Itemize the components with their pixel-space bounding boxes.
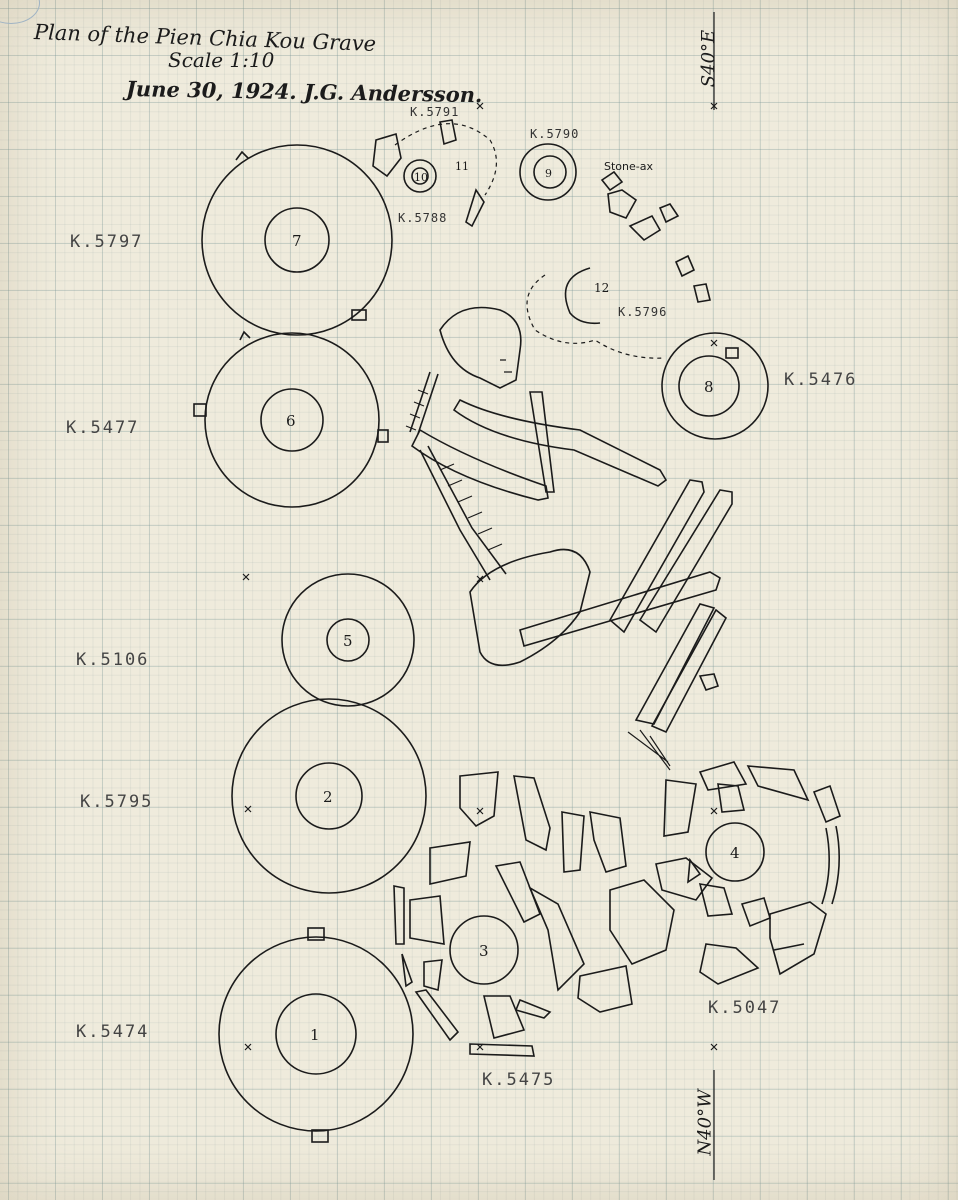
label-k5791: K.5791	[410, 105, 459, 119]
reference-crosses	[242, 102, 718, 1051]
vessel-12: 12 K.5796	[526, 267, 667, 359]
label-k5796: K.5796	[618, 305, 667, 319]
label-k5795: K.5795	[80, 792, 154, 812]
vessel-number-6: 6	[286, 412, 296, 430]
vessel-number-12: 12	[594, 281, 609, 295]
vessel-number-11: 11	[455, 160, 469, 173]
label-k5788: K.5788	[398, 211, 447, 225]
vessel-2: 2	[231, 698, 427, 894]
plan-scale: Scale 1:10	[168, 48, 275, 72]
vessel-number-1: 1	[310, 1026, 320, 1044]
vessel-number-4: 4	[730, 844, 740, 862]
vessel-number-5: 5	[343, 632, 353, 650]
vessel-5: 5	[281, 573, 415, 707]
vessel-number-9: 9	[545, 167, 552, 180]
label-k5047: K.5047	[708, 998, 782, 1018]
vessel-8: 8	[661, 332, 769, 440]
vessel-7: 7	[201, 144, 393, 336]
skeleton	[405, 306, 733, 771]
vessels-10-11: 10 11 K.5791 K.5788	[372, 105, 497, 228]
vessel-1: 1	[218, 927, 414, 1143]
vessel-number-2: 2	[323, 788, 333, 806]
vessel-3: 3	[449, 915, 519, 985]
vessel-number-10: 10	[414, 171, 428, 184]
vessel-number-7: 7	[292, 232, 302, 250]
vessel-number-3: 3	[479, 942, 489, 960]
label-k5474: K.5474	[76, 1022, 150, 1042]
vessel-4: 4	[705, 822, 840, 905]
sherd-fragments	[393, 761, 841, 1057]
label-k5797: K.5797	[70, 232, 144, 252]
vessel-6: 6	[193, 330, 389, 508]
label-k5790: K.5790	[530, 127, 579, 141]
vessel-number-8: 8	[704, 378, 714, 396]
label-k5106: K.5106	[76, 650, 150, 670]
vessel-9: 9 K.5790	[519, 127, 579, 201]
label-k5475: K.5475	[482, 1070, 556, 1090]
label-k5476: K.5476	[784, 370, 858, 390]
stone-axe-group: Stone-ax	[600, 160, 711, 303]
label-k5477: K.5477	[66, 418, 140, 438]
stone-ax-label: Stone-ax	[604, 160, 653, 173]
